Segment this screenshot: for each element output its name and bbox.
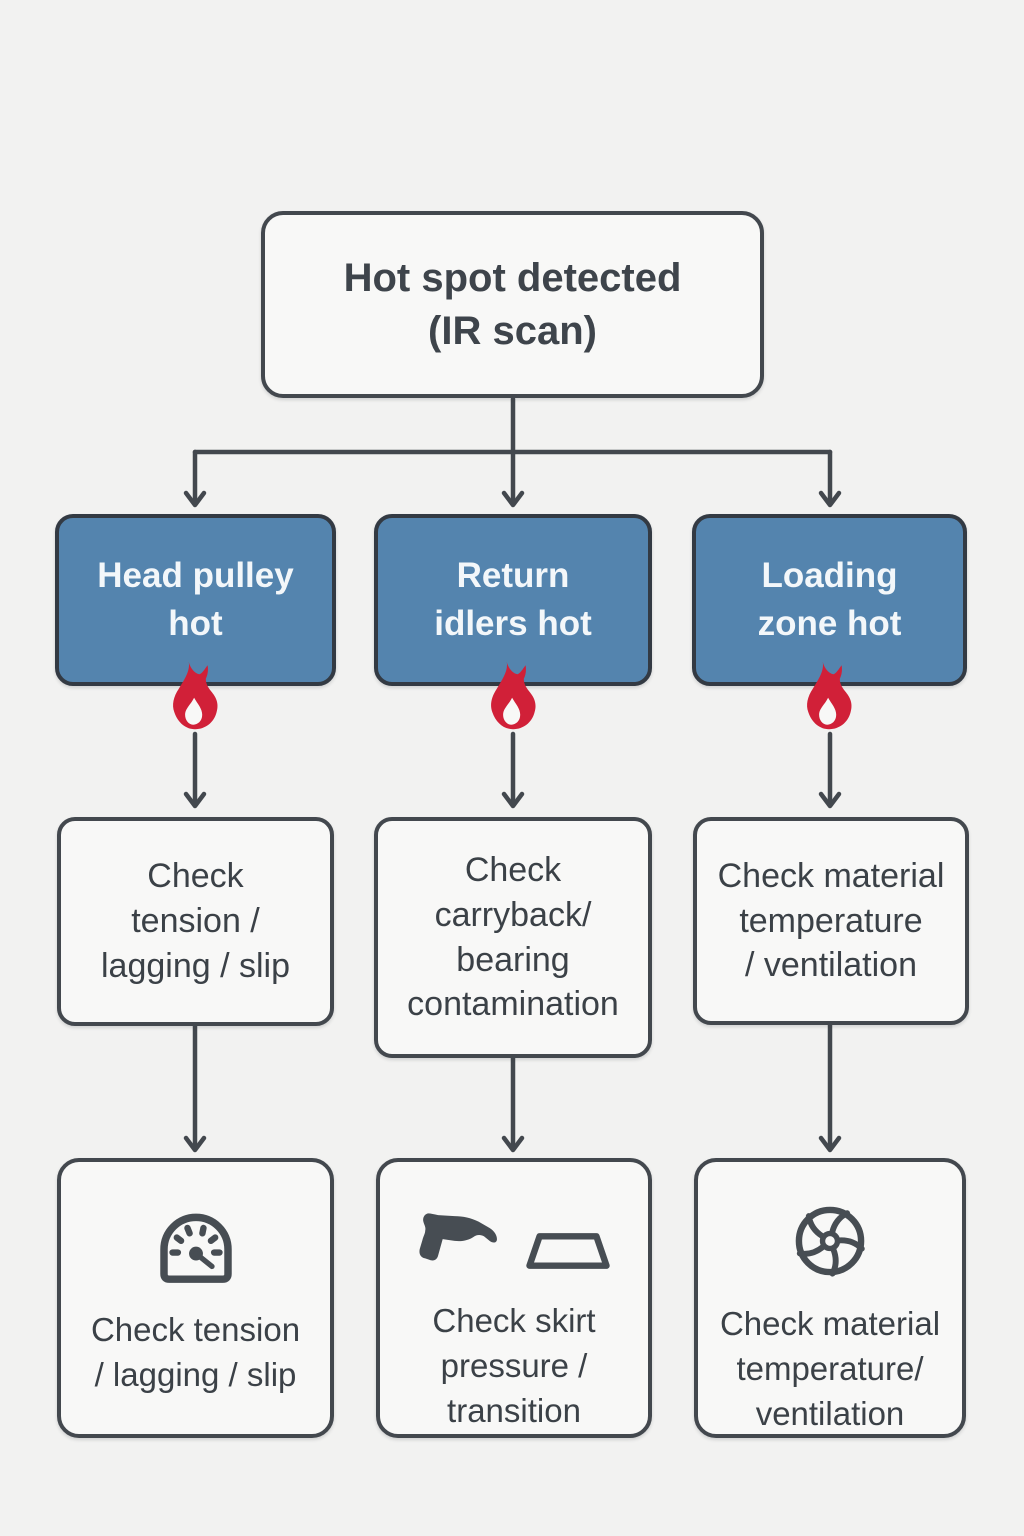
flame-icon — [807, 661, 852, 730]
cause-node-head-pulley: Head pulley hot — [55, 514, 336, 686]
flame-icon — [491, 661, 536, 730]
fan-icon — [795, 1206, 865, 1277]
action-label: Check carryback/ bearing contamination — [407, 850, 619, 1024]
action-node-return-idlers: Check carryback/ bearing contamination — [374, 817, 652, 1058]
final-node-return-idlers: Check skirt pressure / transition — [376, 1158, 652, 1438]
action-node-loading-zone: Check material temperature / ventilation — [693, 817, 969, 1025]
action-label: Check tension / lagging / slip — [100, 857, 290, 985]
final-action-label: Check material temperature/ ventilation — [719, 1305, 941, 1432]
final-node-loading-zone: Check material temperature/ ventilation — [694, 1158, 966, 1438]
final-node-head-pulley: Check tension / lagging / slip — [57, 1158, 334, 1438]
cause-label: Return idlers hot — [434, 555, 592, 643]
final-action-label: Check tension / lagging / slip — [90, 1311, 301, 1393]
final-action-label: Check skirt pressure / transition — [432, 1302, 596, 1430]
root-label: Hot spot detected (IR scan) — [343, 255, 682, 353]
action-label: Check material temperature / ventilation — [717, 856, 945, 985]
flame-icon — [173, 661, 218, 730]
cause-label: Loading zone hot — [757, 555, 902, 643]
heat-gun-icon — [419, 1213, 497, 1261]
gauge-icon — [159, 1213, 232, 1283]
action-node-head-pulley: Check tension / lagging / slip — [57, 817, 334, 1026]
cause-node-return-idlers: Return idlers hot — [374, 514, 652, 686]
cause-label: Head pulley hot — [97, 555, 294, 643]
skirt-seal-icon — [526, 1232, 610, 1269]
root-node: Hot spot detected (IR scan) — [261, 211, 764, 398]
